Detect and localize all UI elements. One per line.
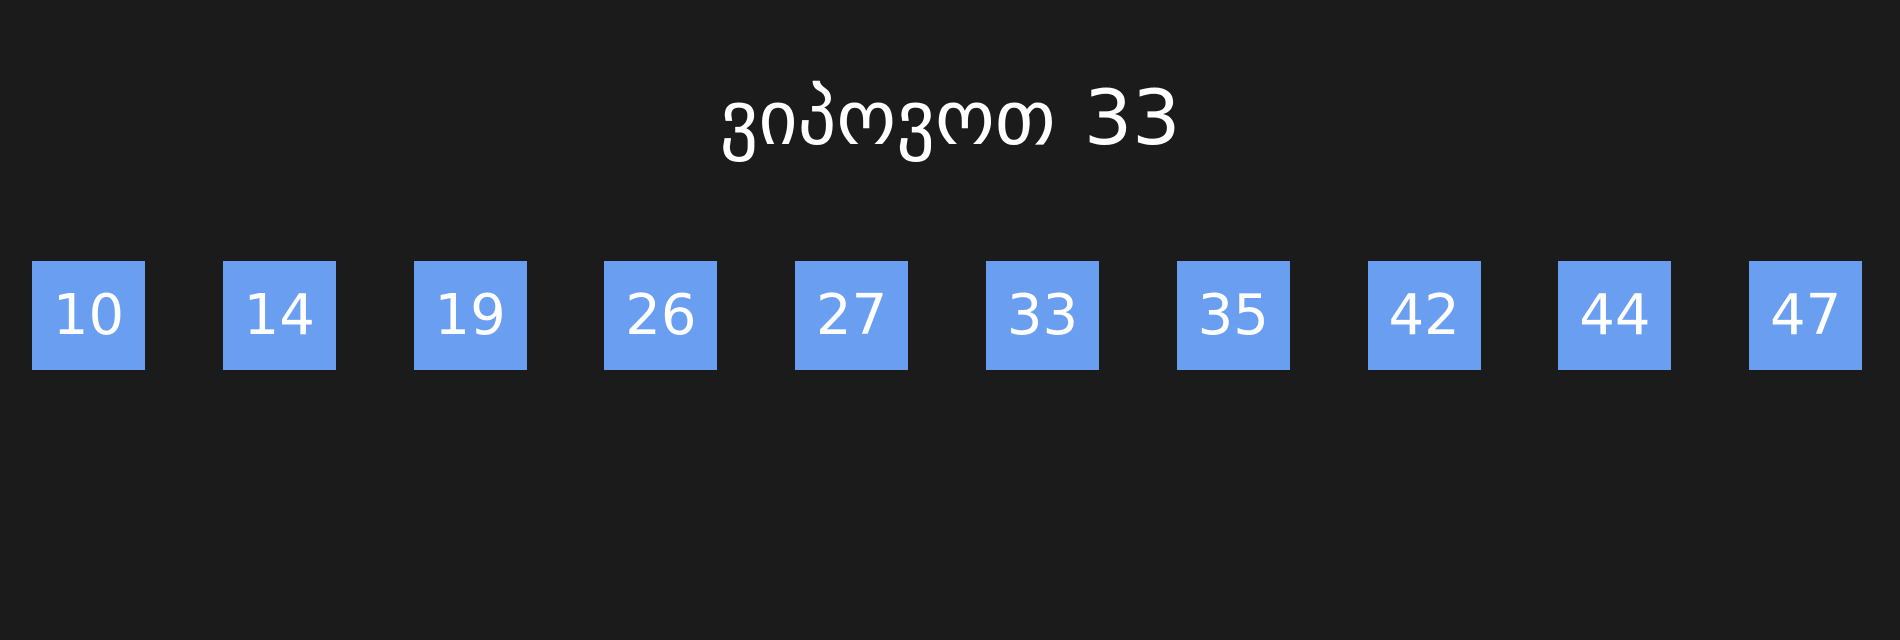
array-cell: 14: [222, 261, 336, 370]
search-heading: ვიპოვოთ 33: [0, 68, 1900, 168]
array-cell: 26: [604, 261, 718, 370]
array-row: 10 14 19 26 27 33 35 42 44 47: [32, 261, 1863, 370]
array-cell: 42: [1367, 261, 1481, 370]
search-target-value: 33: [1083, 73, 1181, 162]
array-cell: 10: [32, 261, 145, 370]
heading-prefix: ვიპოვოთ: [719, 73, 1056, 162]
array-cell: 47: [1749, 261, 1863, 370]
array-cell: 44: [1558, 261, 1672, 370]
array-cell: 33: [986, 261, 1099, 370]
array-cell: 27: [795, 261, 909, 370]
array-cell: 19: [413, 261, 527, 370]
array-cell: 35: [1176, 261, 1290, 370]
